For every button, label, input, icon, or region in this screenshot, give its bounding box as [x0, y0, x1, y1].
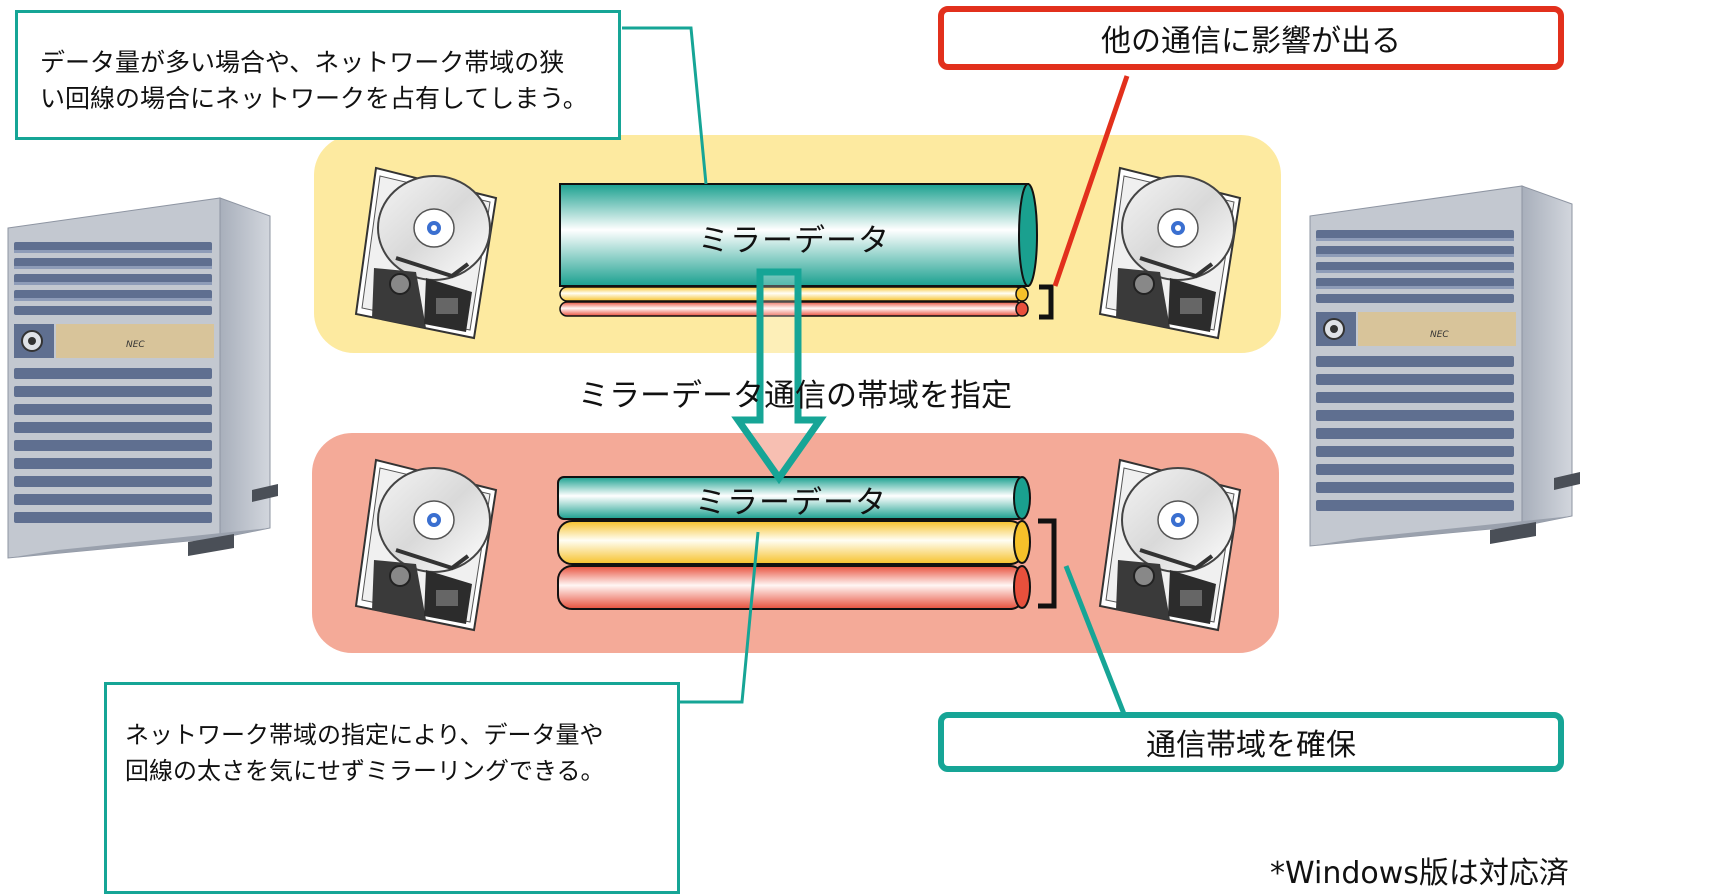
top-callout-connector [622, 26, 708, 185]
left-server-icon [7, 197, 279, 559]
top-bracket [1039, 284, 1054, 320]
bottom-left-callout-line1: ネットワーク帯域の指定により、データ量や [125, 721, 604, 749]
right-server-icon [1309, 185, 1581, 547]
bottom-mirror-label: ミラーデータ [695, 484, 887, 521]
bottom-left-disk-icon [354, 458, 498, 632]
right-server-brand: NEC [1430, 330, 1449, 340]
bottom-red-pipe [557, 565, 1031, 610]
bottom-mirror-pipe [557, 476, 1031, 520]
bottom-callout-connector [680, 531, 760, 704]
down-arrow-icon [731, 268, 827, 485]
bottom-left-callout: ネットワーク帯域の指定により、データ量や 回線の太さを気にせずミラーリングできる… [104, 682, 680, 894]
impact-connector [1052, 75, 1130, 287]
top-left-callout: データ量が多い場合や、ネットワーク帯域の狭 い回線の場合にネットワークを占有して… [15, 10, 621, 140]
bottom-bracket [1038, 518, 1057, 609]
bottom-right-disk-icon [1098, 458, 1242, 632]
left-server-brand: NEC [126, 340, 145, 350]
bottom-yellow-pipe [557, 520, 1031, 565]
top-red-pipe [559, 301, 1029, 317]
top-yellow-pipe [559, 286, 1029, 302]
bottom-left-callout-line2: 回線の太さを気にせずミラーリングできる。 [125, 757, 605, 785]
secure-label-text: 通信帯域を確保 [1146, 728, 1356, 763]
top-left-callout-line1: データ量が多い場合や、ネットワーク帯域の狭 [40, 48, 565, 77]
specify-bandwidth-caption: ミラーデータ通信の帯域を指定 [578, 378, 1012, 414]
top-mirror-label: ミラーデータ [698, 222, 890, 259]
top-left-disk-icon [354, 166, 498, 340]
secure-label: 通信帯域を確保 [938, 712, 1564, 772]
secure-connector [1063, 565, 1127, 715]
top-right-disk-icon [1098, 166, 1242, 340]
impact-label-text: 他の通信に影響が出る [1101, 24, 1401, 59]
windows-note: *Windows版は対応済 [1270, 856, 1569, 891]
impact-label: 他の通信に影響が出る [938, 6, 1564, 70]
top-left-callout-line2: い回線の場合にネットワークを占有してしまう。 [40, 84, 588, 113]
